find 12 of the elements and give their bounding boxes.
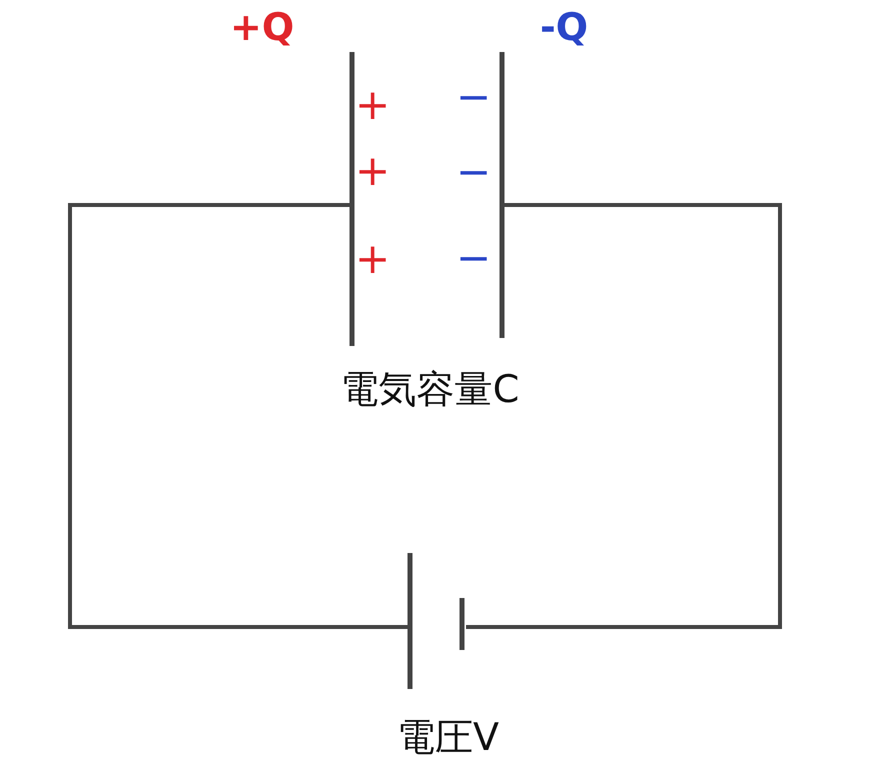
charge-sign: +	[355, 238, 390, 280]
charge-sign: −	[456, 151, 492, 193]
charge-label: -Q	[540, 8, 588, 46]
charge-sign: +	[355, 150, 390, 192]
charge-sign: −	[456, 76, 492, 118]
component-label: 電気容量C	[340, 366, 520, 413]
charge-sign: −	[456, 237, 492, 279]
component-label: 電圧V	[397, 714, 499, 761]
charge-sign: +	[355, 84, 390, 126]
charge-label: +Q	[230, 8, 294, 46]
wire	[68, 203, 408, 629]
wire	[466, 203, 782, 629]
